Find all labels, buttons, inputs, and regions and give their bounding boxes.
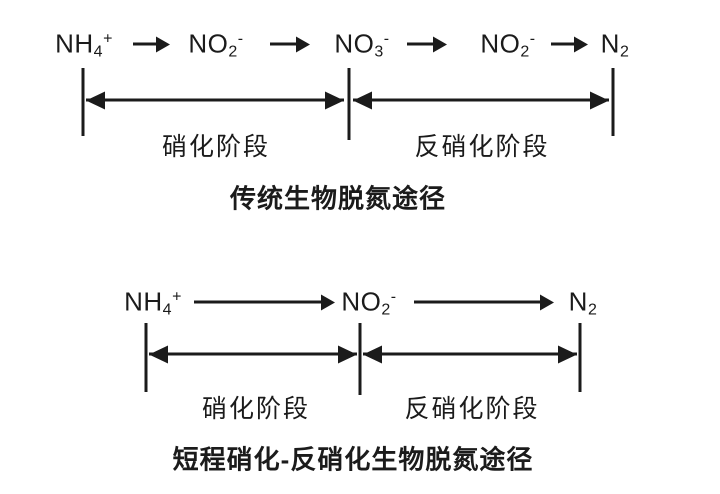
species-base: NO <box>480 28 521 59</box>
double-arrow-icon <box>353 98 609 102</box>
species-nh4: NH4+ <box>55 28 113 61</box>
species-subscript: 2 <box>619 43 630 61</box>
diagram-title-shortcut: 短程硝化-反硝化生物脱氮途径 <box>172 444 534 475</box>
species-subscript: 4 <box>162 301 173 319</box>
species-base: NO <box>341 286 382 317</box>
arrow-right-icon <box>414 300 540 304</box>
stage-label-nitrification: 硝化阶段 <box>201 395 311 423</box>
species-no2: NO2- <box>480 28 536 61</box>
stage-label-denitrification: 反硝化阶段 <box>414 133 550 161</box>
stage-boundary-tick <box>358 323 362 395</box>
species-subscript: 2 <box>587 301 598 319</box>
species-base: NO <box>188 28 229 59</box>
arrow-right-icon <box>270 42 296 46</box>
stage-label-nitrification: 硝化阶段 <box>161 133 271 161</box>
species-subscript: 3 <box>374 43 384 61</box>
arrow-right-icon <box>407 42 433 46</box>
stage-boundary-tick <box>578 323 582 392</box>
species-superscript: + <box>172 288 182 306</box>
species-base: NH <box>55 28 94 59</box>
stage-boundary-tick <box>611 68 615 136</box>
species-superscript: - <box>390 288 397 306</box>
species-superscript: - <box>237 30 244 48</box>
species-no2: NO2- <box>188 28 244 61</box>
species-n2: N2 <box>600 28 630 61</box>
species-subscript: 2 <box>520 43 530 61</box>
species-superscript: - <box>383 30 390 48</box>
species-subscript: 2 <box>381 301 391 319</box>
species-base: NO <box>334 28 375 59</box>
species-subscript: 2 <box>228 43 238 61</box>
stage-boundary-tick <box>144 323 148 392</box>
diagram-title-traditional: 传统生物脱氮途径 <box>229 183 447 214</box>
stage-boundary-tick <box>81 68 85 136</box>
arrow-right-icon <box>551 42 574 46</box>
species-superscript: + <box>103 30 113 48</box>
species-n2: N2 <box>568 286 598 319</box>
species-base: N <box>568 286 588 317</box>
species-subscript: 4 <box>93 43 104 61</box>
double-arrow-icon <box>149 352 357 356</box>
species-base: NH <box>124 286 163 317</box>
stage-label-denitrification: 反硝化阶段 <box>404 395 540 423</box>
stage-boundary-tick <box>347 68 351 140</box>
double-arrow-icon <box>363 352 577 356</box>
double-arrow-icon <box>86 98 344 102</box>
species-no3: NO3- <box>334 28 390 61</box>
species-nh4: NH4+ <box>124 286 182 319</box>
arrow-right-icon <box>133 42 156 46</box>
species-superscript: - <box>529 30 536 48</box>
species-base: N <box>600 28 620 59</box>
arrow-right-icon <box>194 300 321 304</box>
species-no2: NO2- <box>341 286 397 319</box>
